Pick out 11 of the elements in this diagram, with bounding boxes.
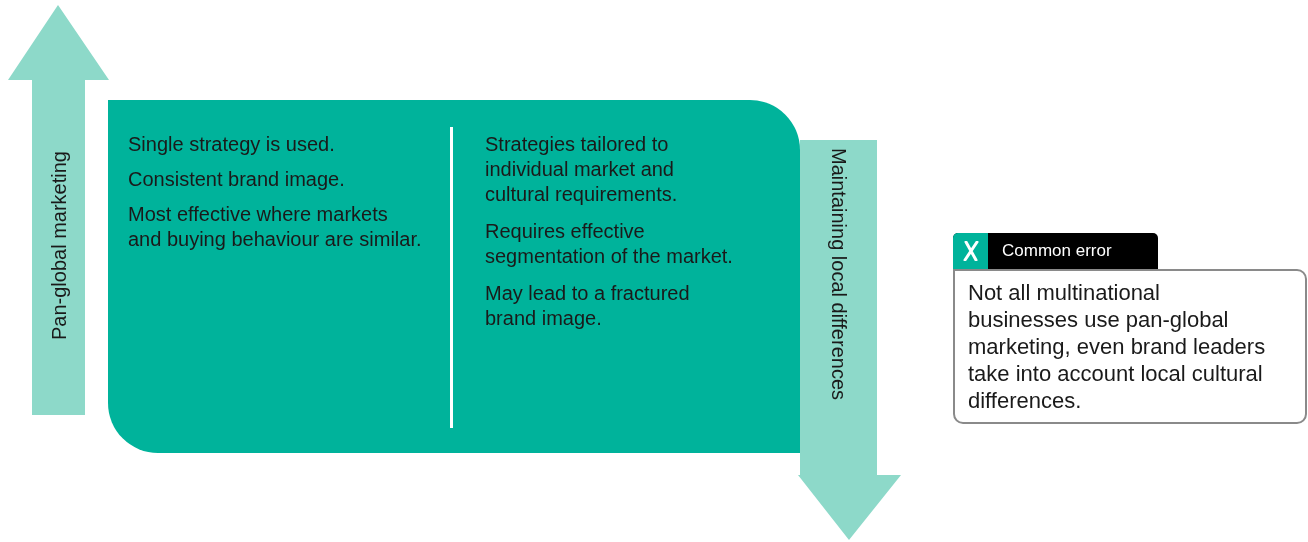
statement-text: Requires effective segmentation of the market. bbox=[485, 219, 734, 269]
callout-heading: Common error bbox=[1001, 240, 1112, 262]
statement-text: May lead to a fractured brand image. bbox=[485, 281, 691, 331]
statement-text: Consistent brand image. bbox=[128, 167, 346, 192]
callout-text: Not all multinational businesses use pan-global marketing, even brand leaders take into account local cultural differences. bbox=[953, 269, 1307, 424]
strategy-panel bbox=[108, 100, 800, 453]
axis-label: Pan-global marketing bbox=[46, 150, 71, 340]
statement-text: Single strategy is used. bbox=[128, 132, 336, 157]
statement-text: Strategies tailored to individual market and cultural requirements. bbox=[485, 132, 679, 207]
statement-text: Most effective where markets and buying behaviour are similar. bbox=[128, 202, 423, 252]
axis-label: Maintaining local differences bbox=[826, 148, 851, 402]
